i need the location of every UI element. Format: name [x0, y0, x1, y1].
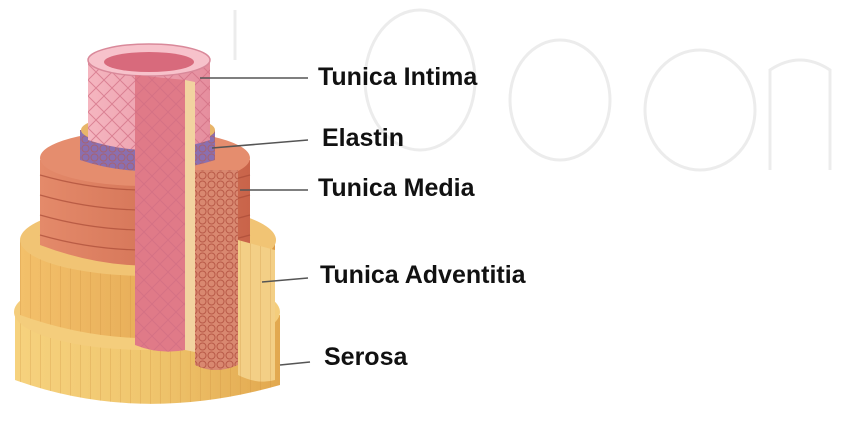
leader-serosa	[280, 362, 310, 365]
label-elastin: Elastin	[322, 124, 404, 153]
label-tunica-media: Tunica Media	[318, 174, 475, 203]
label-serosa: Serosa	[324, 343, 407, 372]
label-tunica-adventitia: Tunica Adventitia	[320, 261, 526, 290]
label-tunica-intima: Tunica Intima	[318, 63, 477, 92]
